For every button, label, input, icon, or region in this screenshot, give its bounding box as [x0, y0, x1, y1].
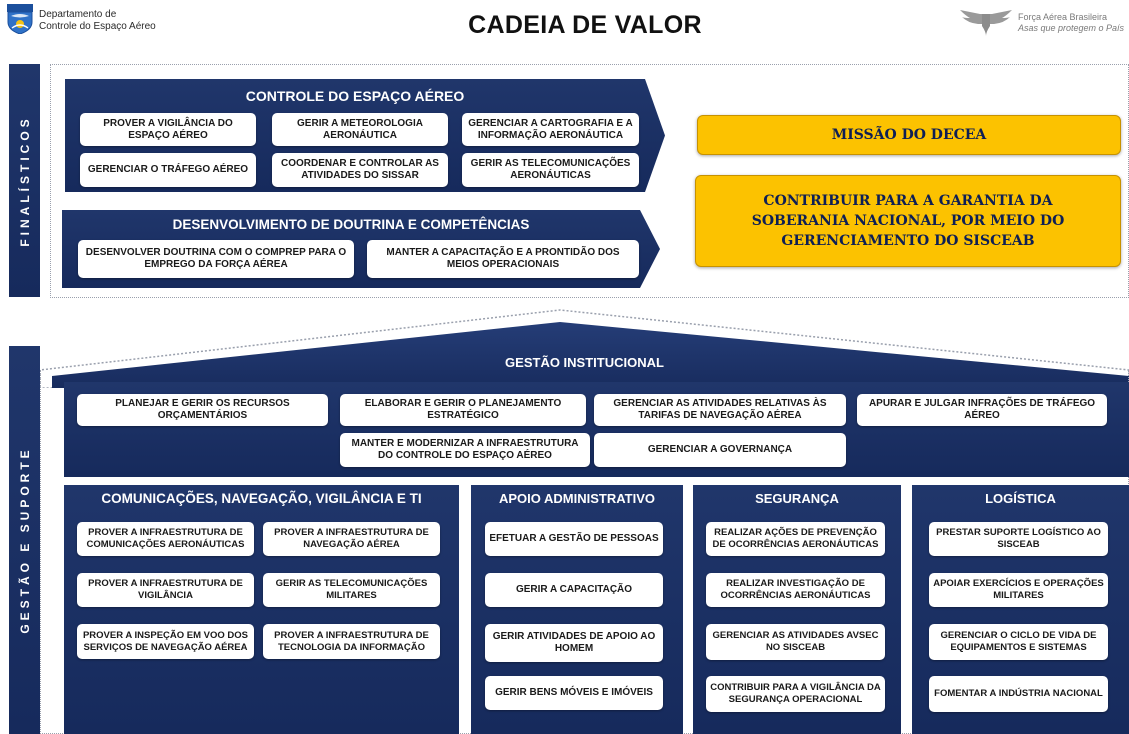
- process-planejar-recursos[interactable]: PLANEJAR E GERIR OS RECURSOS ORÇAMENTÁRI…: [77, 394, 328, 426]
- process-gerenciar-cartografia[interactable]: GERENCIAR A CARTOGRAFIA E A INFORMAÇÃO A…: [462, 113, 639, 146]
- decea-logo-icon: [7, 4, 33, 34]
- gestao-institucional-title: GESTÃO INSTITUCIONAL: [505, 355, 664, 370]
- department-line-1: Departamento de: [39, 9, 117, 20]
- fab-name: Força Aérea Brasileira: [1018, 12, 1108, 22]
- process-gerenciar-governanca[interactable]: GERENCIAR A GOVERNANÇA: [594, 433, 846, 467]
- apoio-administrativo-title: APOIO ADMINISTRATIVO: [499, 491, 655, 506]
- process-tarifas-navegacao[interactable]: GERENCIAR AS ATIVIDADES RELATIVAS ÀS TAR…: [594, 394, 846, 426]
- fab-motto: Asas que protegem o País: [1018, 23, 1125, 33]
- process-telecom-militares[interactable]: GERIR AS TELECOMUNICAÇÕES MILITARES: [263, 573, 440, 607]
- process-industria-nacional[interactable]: FOMENTAR A INDÚSTRIA NACIONAL: [929, 676, 1108, 712]
- cns-ti-title: COMUNICAÇÕES, NAVEGAÇÃO, VIGILÂNCIA E TI: [101, 491, 422, 506]
- process-infra-navegacao[interactable]: PROVER A INFRAESTRUTURA DE NAVEGAÇÃO AÉR…: [263, 522, 440, 556]
- seguranca-title: SEGURANÇA: [755, 491, 839, 506]
- process-manter-infraestrutura[interactable]: MANTER E MODERNIZAR A INFRAESTRUTURA DO …: [340, 433, 590, 467]
- process-prover-vigilancia[interactable]: PROVER A VIGILÂNCIA DO ESPAÇO AÉREO: [80, 113, 256, 146]
- page-title: CADEIA DE VALOR: [468, 11, 702, 39]
- fab-wings-icon: [960, 10, 1012, 36]
- process-gerir-telecom-aeronauticas[interactable]: GERIR AS TELECOMUNICAÇÕES AERONÁUTICAS: [462, 153, 639, 187]
- department-line-2: Controle do Espaço Aéreo: [39, 21, 156, 32]
- process-avsec[interactable]: GERENCIAR AS ATIVIDADES AVSEC NO SISCEAB: [706, 624, 885, 660]
- doutrina-competencias-title: DESENVOLVIMENTO DE DOUTRINA E COMPETÊNCI…: [172, 217, 530, 232]
- process-gestao-pessoas[interactable]: EFETUAR A GESTÃO DE PESSOAS: [485, 522, 663, 556]
- missao-text-box: CONTRIBUIR PARA A GARANTIA DA SOBERANIA …: [695, 175, 1121, 267]
- process-exercicios-militares[interactable]: APOIAR EXERCÍCIOS E OPERAÇÕES MILITARES: [929, 573, 1108, 607]
- process-planejamento-estrategico[interactable]: ELABORAR E GERIR O PLANEJAMENTO ESTRATÉG…: [340, 394, 586, 426]
- process-desenvolver-doutrina[interactable]: DESENVOLVER DOUTRINA COM O COMPREP PARA …: [78, 240, 354, 278]
- finalisticos-label: FINALÍSTICOS: [17, 114, 32, 247]
- process-bens-moveis[interactable]: GERIR BENS MÓVEIS E IMÓVEIS: [485, 676, 663, 710]
- process-coordenar-sissar[interactable]: COORDENAR E CONTROLAR AS ATIVIDADES DO S…: [272, 153, 448, 187]
- controle-espaco-aereo-title: CONTROLE DO ESPAÇO AÉREO: [245, 88, 465, 104]
- finalisticos-side-label: FINALÍSTICOS: [9, 64, 40, 297]
- department-name: Departamento de Controle do Espaço Aéreo: [39, 9, 156, 33]
- process-gerir-capacitacao[interactable]: GERIR A CAPACITAÇÃO: [485, 573, 663, 607]
- process-infra-vigilancia[interactable]: PROVER A INFRAESTRUTURA DE VIGILÂNCIA: [77, 573, 254, 607]
- gestao-suporte-label: GESTÃO E SUPORTE: [17, 446, 32, 634]
- gestao-suporte-side-label: GESTÃO E SUPORTE: [9, 346, 40, 734]
- process-manter-capacitacao[interactable]: MANTER A CAPACITAÇÃO E A PRONTIDÃO DOS M…: [367, 240, 639, 278]
- process-ciclo-vida[interactable]: GERENCIAR O CICLO DE VIDA DE EQUIPAMENTO…: [929, 624, 1108, 660]
- process-investigacao-ocorrencias[interactable]: REALIZAR INVESTIGAÇÃO DE OCORRÊNCIAS AER…: [706, 573, 885, 607]
- process-prevencao-ocorrencias[interactable]: REALIZAR AÇÕES DE PREVENÇÃO DE OCORRÊNCI…: [706, 522, 885, 556]
- process-gerir-meteorologia[interactable]: GERIR A METEOROLOGIA AERONÁUTICA: [272, 113, 448, 146]
- process-inspecao-voo[interactable]: PROVER A INSPEÇÃO EM VOO DOS SERVIÇOS DE…: [77, 624, 254, 659]
- gestao-roof: [40, 309, 1129, 388]
- fab-branding: Força Aérea Brasileira Asas que protegem…: [1018, 12, 1124, 34]
- missao-title-box: MISSÃO DO DECEA: [697, 115, 1121, 155]
- process-gerenciar-trafego[interactable]: GERENCIAR O TRÁFEGO AÉREO: [80, 153, 256, 187]
- process-vigilancia-seguranca[interactable]: CONTRIBUIR PARA A VIGILÂNCIA DA SEGURANÇ…: [706, 676, 885, 712]
- logistica-title: LOGÍSTICA: [985, 491, 1056, 506]
- process-infra-comunicacoes[interactable]: PROVER A INFRAESTRUTURA DE COMUNICAÇÕES …: [77, 522, 254, 556]
- process-apurar-infracoes[interactable]: APURAR E JULGAR INFRAÇÕES DE TRÁFEGO AÉR…: [857, 394, 1107, 426]
- process-suporte-logistico[interactable]: PRESTAR SUPORTE LOGÍSTICO AO SISCEAB: [929, 522, 1108, 556]
- process-infra-ti[interactable]: PROVER A INFRAESTRUTURA DE TECNOLOGIA DA…: [263, 624, 440, 659]
- process-apoio-homem[interactable]: GERIR ATIVIDADES DE APOIO AO HOMEM: [485, 624, 663, 662]
